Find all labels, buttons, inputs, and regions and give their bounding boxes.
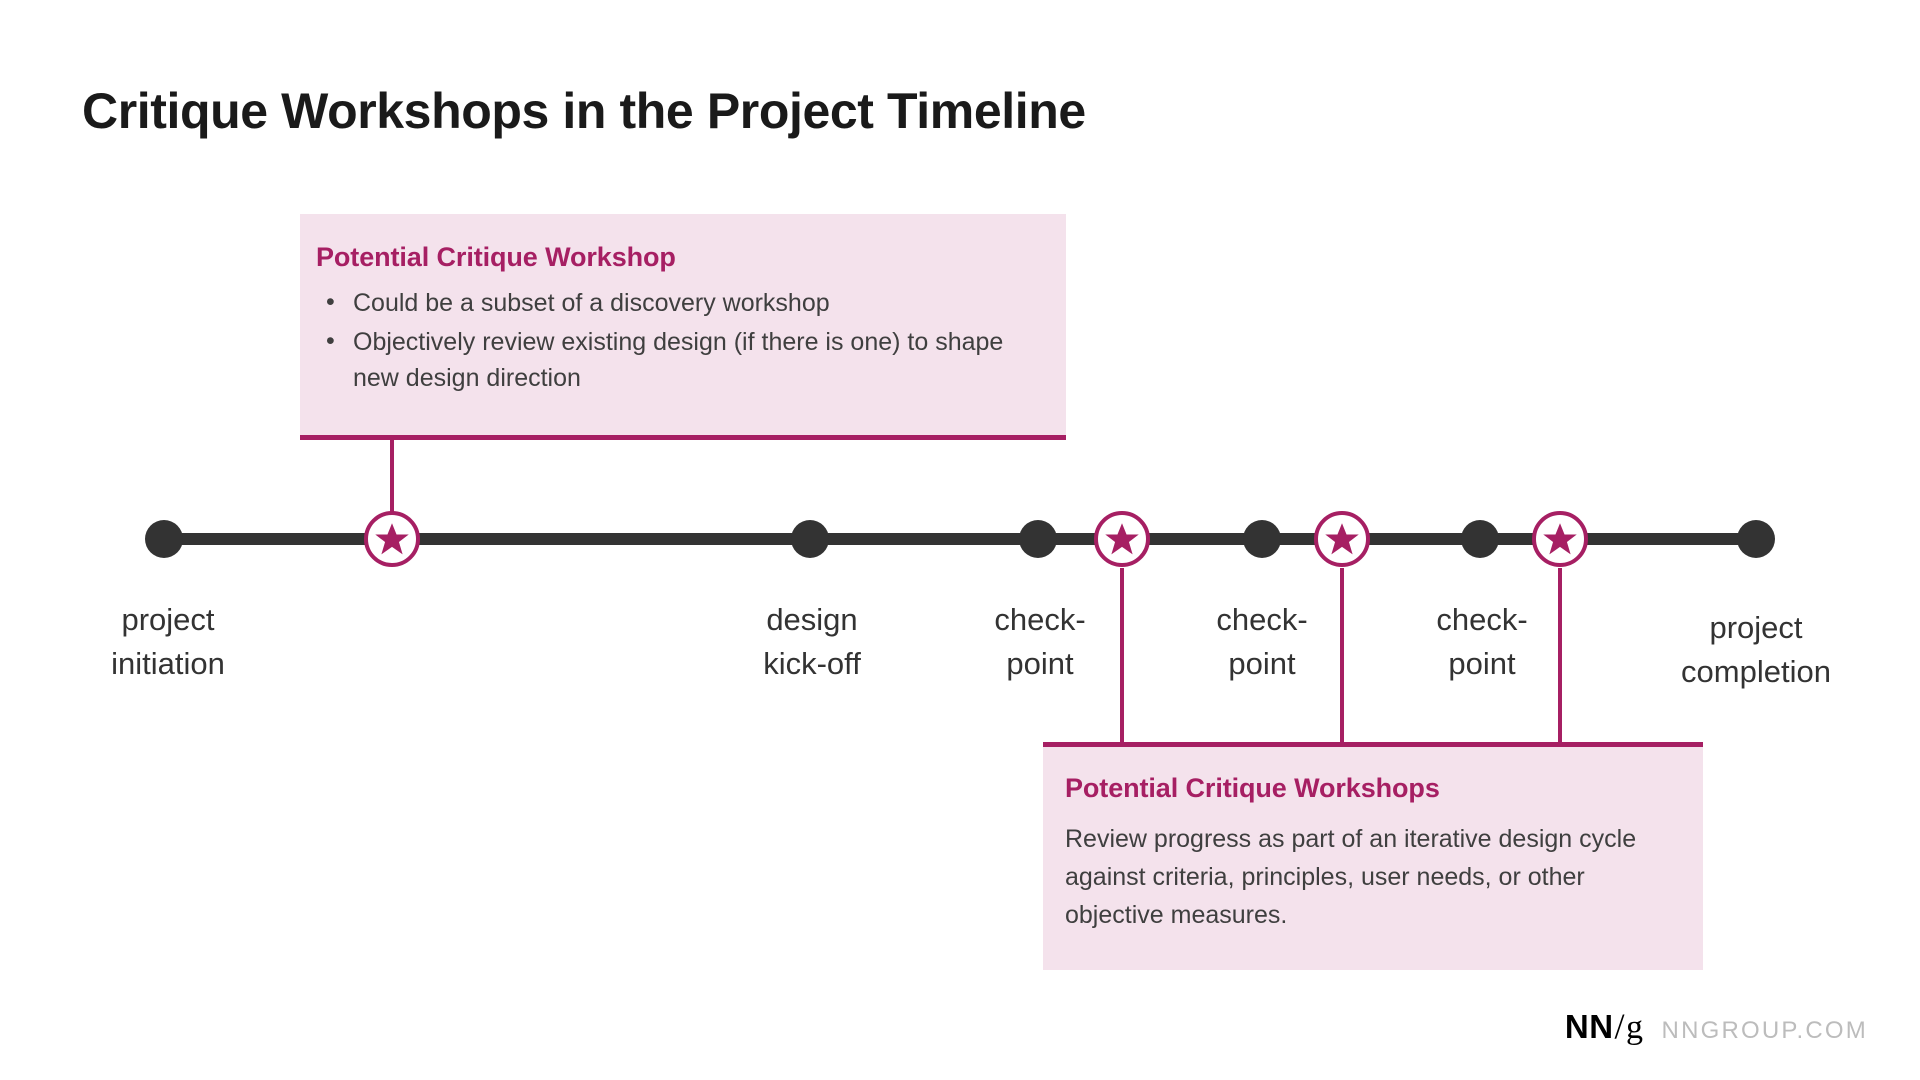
callout-top: Potential Critique Workshop Could be a s… — [300, 214, 1066, 440]
callout-top-heading: Potential Critique Workshop — [316, 242, 676, 272]
timeline-label-checkpoint-3: check- point — [1436, 602, 1528, 682]
timeline-star-1[interactable] — [364, 511, 420, 567]
nng-logo-nn: NN — [1564, 1008, 1614, 1045]
callout-bottom-heading: Potential Critique Workshops — [1065, 773, 1440, 803]
timeline-star-3[interactable] — [1314, 511, 1370, 567]
connector-bottom-callout-3 — [1558, 568, 1562, 746]
timeline-star-2[interactable] — [1094, 511, 1150, 567]
callout-top-bullets: Could be a subset of a discovery worksho… — [300, 284, 1066, 397]
star-icon — [375, 522, 409, 556]
connector-bottom-callout-1 — [1120, 568, 1124, 746]
connector-bottom-callout-2 — [1340, 568, 1344, 746]
nng-logo: NN/g — [1565, 1005, 1644, 1047]
timeline-label-project-initiation: project initiation — [111, 602, 225, 682]
callout-bottom-body: Review progress as part of an iterative … — [1065, 825, 1637, 929]
timeline-node-project-completion[interactable] — [1737, 520, 1775, 558]
list-item: Could be a subset of a discovery worksho… — [318, 284, 1048, 322]
star-icon — [1543, 522, 1577, 556]
callout-bottom: Potential Critique Workshops Review prog… — [1043, 742, 1703, 970]
timeline-node-project-initiation[interactable] — [145, 520, 183, 558]
list-item: Objectively review existing design (if t… — [318, 323, 1048, 397]
nng-logo-slash: / — [1614, 1006, 1626, 1046]
nngroup-url: NNGROUP.COM — [1661, 1017, 1868, 1044]
footer-branding: NN/g NNGROUP.COM — [1565, 1005, 1868, 1047]
timeline-node-checkpoint-1[interactable] — [1019, 520, 1057, 558]
page-title: Critique Workshops in the Project Timeli… — [82, 83, 1086, 139]
timeline-node-checkpoint-2[interactable] — [1243, 520, 1281, 558]
star-icon — [1105, 522, 1139, 556]
timeline-node-checkpoint-3[interactable] — [1461, 520, 1499, 558]
star-icon — [1325, 522, 1359, 556]
timeline-label-project-completion: project completion — [1681, 610, 1831, 690]
connector-top-callout — [390, 440, 394, 512]
timeline-label-checkpoint-2: check- point — [1216, 602, 1308, 682]
timeline-star-4[interactable] — [1532, 511, 1588, 567]
nng-logo-g: g — [1626, 1009, 1644, 1046]
timeline-label-design-kickoff: design kick-off — [763, 602, 861, 682]
timeline-label-checkpoint-1: check- point — [994, 602, 1086, 682]
timeline-node-design-kickoff[interactable] — [791, 520, 829, 558]
